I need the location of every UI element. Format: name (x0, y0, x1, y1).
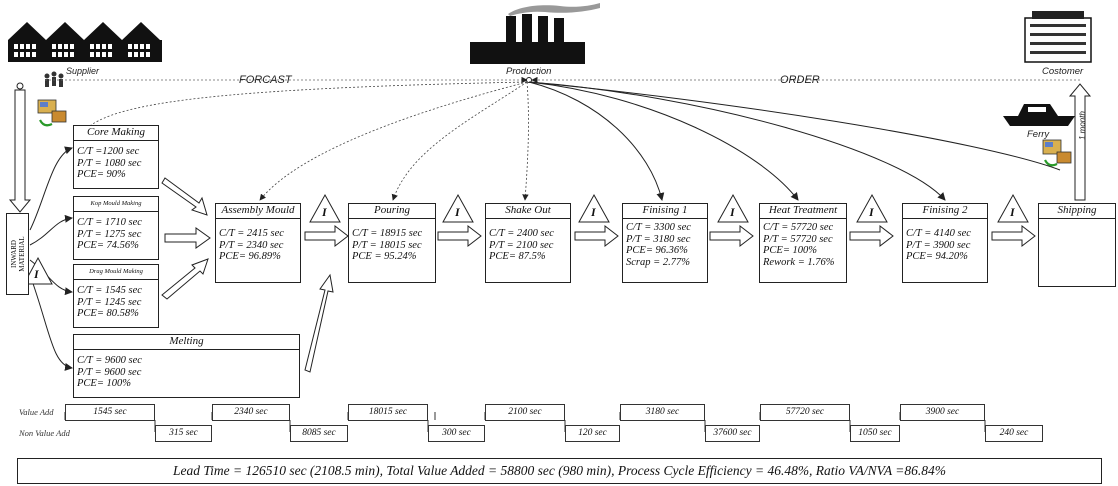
supplier-label: Supplier (66, 66, 100, 76)
value-add-cell: 18015 sec (348, 404, 428, 421)
process-metrics: C/T = 4140 sec P/T = 3900 sec PCE= 94.20… (906, 228, 971, 262)
customer-arrow (1068, 83, 1092, 201)
process-heat-treatment: Heat Treatment C/T = 57720 sec P/T = 577… (759, 203, 847, 283)
process-finising-1: Finising 1 C/T = 3300 sec P/T = 3180 sec… (622, 203, 708, 283)
inventory-marker: I (591, 205, 596, 219)
lead-time-summary: Lead Time = 126510 sec (2108.5 min), Tot… (17, 458, 1102, 484)
process-metrics: C/T = 2415 sec P/T = 2340 sec PCE= 96.89… (219, 228, 284, 262)
process-title: Kop Mould Making (74, 197, 158, 212)
non-value-add-cell: 37600 sec (705, 425, 760, 442)
process-shipping: Shipping (1038, 203, 1116, 287)
ferry-icon (1003, 104, 1075, 126)
order-label: ORDER (780, 74, 820, 86)
non-value-add-cell: 1050 sec (850, 425, 900, 442)
one-month-label: 1 month (1078, 111, 1087, 140)
non-value-add-label: Non Value Add (19, 428, 70, 438)
inventory-triangles (23, 193, 1029, 285)
process-title: Melting (74, 335, 299, 350)
inventory-marker: I (34, 267, 39, 281)
process-metrics: C/T = 9600 sec P/T = 9600 sec PCE= 100% (77, 355, 142, 389)
schedule-lines (74, 81, 529, 201)
process-core-making: Core Making C/T =1200 sec P/T = 1080 sec… (73, 125, 159, 189)
inward-material-box: INWARD MATERIAL (6, 213, 29, 295)
inventory-marker: I (455, 205, 460, 219)
kanban-lines (528, 81, 1061, 201)
non-value-add-cell: 8085 sec (290, 425, 348, 442)
process-title: Shake Out (486, 204, 570, 219)
inventory-marker: I (869, 205, 874, 219)
process-assembly-mould: Assembly Mould C/T = 2415 sec P/T = 2340… (215, 203, 301, 283)
process-pouring: Pouring C/T = 18915 sec P/T = 18015 sec … (348, 203, 436, 283)
inventory-marker: I (730, 205, 735, 219)
supplier-icon (8, 22, 162, 62)
process-shake-out: Shake Out C/T = 2400 sec P/T = 2100 sec … (485, 203, 571, 283)
process-drag-mould-making: Drag Mould Making C/T = 1545 sec P/T = 1… (73, 264, 159, 328)
shipping-truck-icon (1042, 139, 1072, 167)
process-metrics: C/T = 1710 sec P/T = 1275 sec PCE= 74.56… (77, 217, 142, 251)
process-title: Drag Mould Making (74, 265, 158, 280)
inventory-marker: I (1010, 205, 1015, 219)
non-value-add-cell: 120 sec (565, 425, 620, 442)
supplier-truck-icon (37, 99, 67, 127)
value-add-label: Value Add (19, 407, 54, 417)
non-value-add-cell: 300 sec (428, 425, 485, 442)
push-arrows (161, 177, 1036, 373)
customer-building-icon (1024, 11, 1092, 63)
inward-material-label: INWARD MATERIAL (9, 236, 26, 272)
value-add-cell: 3180 sec (620, 404, 705, 421)
process-metrics: C/T = 2400 sec P/T = 2100 sec PCE= 87.5% (489, 228, 554, 262)
process-title: Finising 1 (623, 204, 707, 219)
non-value-add-cell: 315 sec (155, 425, 212, 442)
process-metrics: C/T = 3300 sec P/T = 3180 sec PCE= 96.36… (626, 222, 691, 268)
production-factory-icon (470, 3, 600, 64)
value-add-cell: 2100 sec (485, 404, 565, 421)
process-title: Core Making (74, 126, 158, 141)
value-add-cell: 3900 sec (900, 404, 985, 421)
production-label: Production (506, 66, 552, 77)
process-metrics: C/T = 1545 sec P/T = 1245 sec PCE= 80.58… (77, 285, 142, 319)
value-add-cell: 2340 sec (212, 404, 290, 421)
value-add-cell: 1545 sec (65, 404, 155, 421)
material-split-lines (29, 146, 73, 371)
ferry-label: Ferry (1027, 129, 1050, 140)
process-finising-2: Finising 2 C/T = 4140 sec P/T = 3900 sec… (902, 203, 988, 283)
process-metrics: C/T = 57720 sec P/T = 57720 sec PCE= 100… (763, 222, 835, 268)
inventory-marker: I (322, 205, 327, 219)
process-title: Heat Treatment (760, 204, 846, 219)
process-title: Finising 2 (903, 204, 987, 219)
customer-label: Costomer (1042, 66, 1084, 77)
process-metrics: C/T =1200 sec P/T = 1080 sec PCE= 90% (77, 146, 142, 180)
process-metrics: C/T = 18915 sec P/T = 18015 sec PCE = 95… (352, 228, 423, 262)
process-title: Pouring (349, 204, 435, 219)
forecast-label: FORCAST (239, 74, 292, 86)
process-kop-mould-making: Kop Mould Making C/T = 1710 sec P/T = 12… (73, 196, 159, 260)
non-value-add-cell: 240 sec (985, 425, 1043, 442)
process-title: Assembly Mould (216, 204, 300, 219)
supply-arrow (8, 89, 32, 213)
supplier-people-icon (44, 71, 64, 87)
value-add-cell: 57720 sec (760, 404, 850, 421)
process-title: Shipping (1039, 204, 1115, 219)
process-melting: Melting C/T = 9600 sec P/T = 9600 sec PC… (73, 334, 300, 398)
